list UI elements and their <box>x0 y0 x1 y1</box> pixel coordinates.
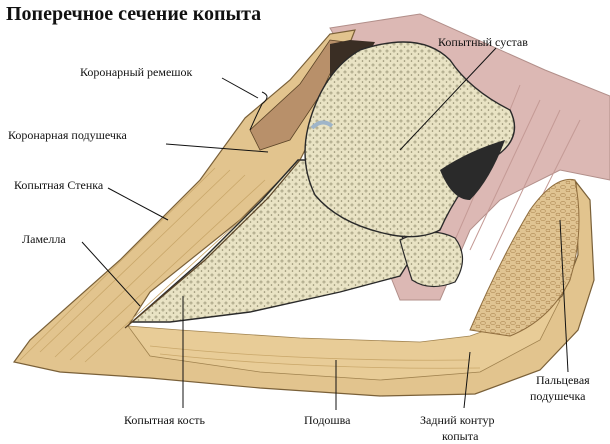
leader-coffin-joint <box>399 47 497 151</box>
joint-space-dark <box>440 140 505 200</box>
label-coronary-cushion: Коронарная подушечка <box>8 128 128 142</box>
label-digital-cushion-line1: Пальцевая <box>536 373 590 387</box>
navicular-bone <box>399 231 464 288</box>
label-hoof-wall: Копытная Стенка <box>14 178 104 192</box>
label-lamella: Ламелла <box>22 232 66 246</box>
leader-digital-cushion <box>559 219 569 373</box>
lamellar-line <box>124 159 301 329</box>
leader-coronary-band <box>221 77 259 99</box>
digital-cushion <box>469 178 580 337</box>
leader-lamella <box>81 241 141 307</box>
leader-hoof-wall <box>107 187 169 221</box>
leader-heel <box>463 351 471 409</box>
label-coronary-band: Коронарный ремешок <box>80 65 193 79</box>
label-heel-line1: Задний контур <box>420 413 494 427</box>
label-heel-line2: копыта <box>442 429 479 443</box>
label-sole: Подошва <box>304 413 351 427</box>
label-coffin-bone: Копытная кость <box>124 413 205 427</box>
label-digital-cushion-line2: подушечка <box>530 389 586 403</box>
hoof-wall-striations <box>19 167 281 363</box>
leader-lines <box>81 47 569 410</box>
label-coffin-joint: Копытный сустав <box>438 35 528 49</box>
leader-coronary-cushion <box>165 143 269 153</box>
diagram-title: Поперечное сечение копыта <box>6 3 261 25</box>
coronary-band-bracket <box>249 91 268 131</box>
sole-horn-lines <box>149 345 481 369</box>
